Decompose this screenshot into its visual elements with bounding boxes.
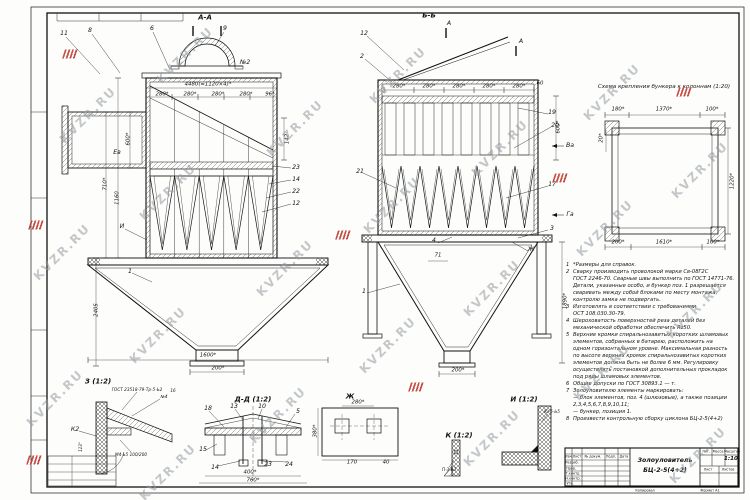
note-line: Детали, указанные особо, и бункер поз. 1…	[573, 283, 726, 289]
note-line: — бункер, позиция 1.	[573, 409, 632, 415]
note-line: осуществлять постановкой дополнительных …	[573, 367, 728, 373]
note-line: ОСТ 108.030.30-79.	[573, 311, 626, 317]
drawing-title: Золоуловитель	[637, 456, 693, 464]
note-line: 2,3,4,5,6,7,8,9,10,11;	[573, 402, 630, 408]
note-line: — блок элементов, поз. 4 (шлюзовые), а т…	[573, 395, 727, 401]
note-line: элементов, собранных в батарею, располож…	[573, 339, 713, 345]
drawing-code: БЦ-2-5(4+2)	[643, 466, 687, 474]
note-line: механической обработки обеспечить Rz50.	[573, 325, 692, 331]
note-line: под ряды шламовых элементов.	[573, 374, 662, 380]
note-line: элементов должна быть не более 6 мм. Рег…	[573, 360, 719, 366]
note-line: 1*Размеры для справок.	[566, 262, 637, 268]
note-line: по высоте верхних кромок спиральнозавиты…	[573, 353, 727, 359]
drawing-scale: 1:10	[724, 456, 738, 463]
note-line: сваривать между собой блоками по месту м…	[573, 290, 718, 296]
note-line: контролю замка не подвергать.	[573, 297, 661, 303]
note-line: ГОСТ 2246-70. Сварные швы выполнить по Г…	[573, 276, 735, 282]
note-line: одном горизонтальном уровне. Максимальна…	[573, 346, 728, 352]
